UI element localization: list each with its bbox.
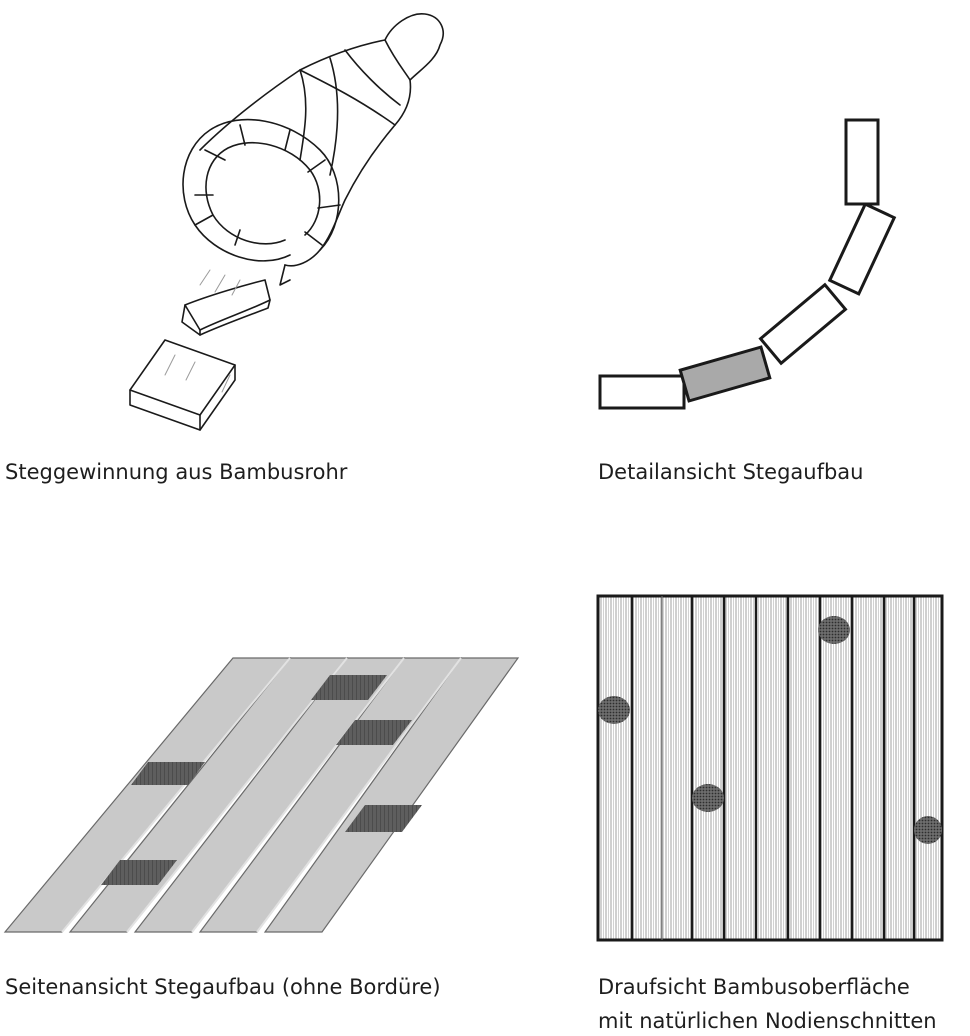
bamboo-surface-drawing [596, 594, 944, 942]
bamboo-surface-top-view: Draufsicht Bambusoberfläche mit natürlic… [540, 540, 970, 1033]
bamboo-tube-diagram: Steggewinnung aus Bambusrohr [0, 0, 485, 484]
slats-side-view-drawing [3, 657, 520, 933]
segment-detail-drawing [598, 118, 897, 410]
caption-seitenansicht: Seitenansicht Stegaufbau (ohne Bordüre) [5, 975, 441, 999]
caption-detailansicht: Detailansicht Stegaufbau [598, 460, 864, 484]
slats-side-view-diagram: Seitenansicht Stegaufbau (ohne Bordüre) [0, 540, 540, 1020]
caption-draufsicht-line2: mit natürlichen Nodienschnitten [598, 1009, 937, 1033]
caption-draufsicht-line1: Draufsicht Bambusoberfläche [598, 975, 910, 999]
caption-steggewinnung: Steggewinnung aus Bambusrohr [5, 460, 348, 484]
segment-detail-diagram: Detailansicht Stegaufbau [485, 0, 970, 500]
bamboo-tube-drawing [129, 13, 444, 431]
